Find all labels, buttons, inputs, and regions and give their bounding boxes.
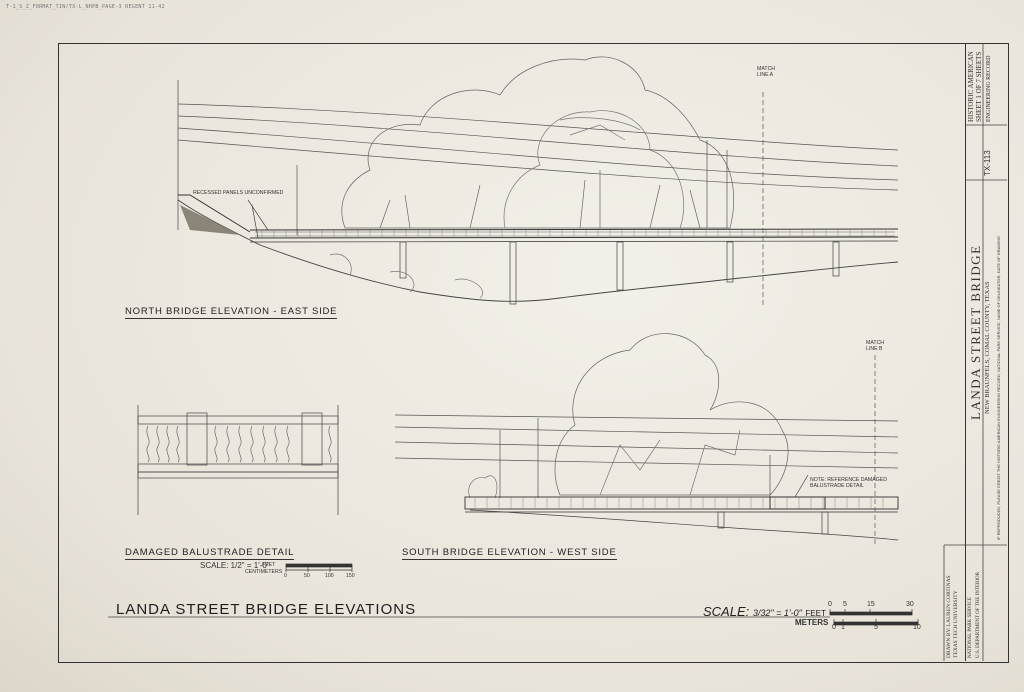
bridge-name: LANDA STREET BRIDGE: [968, 244, 983, 420]
bridge-location: NEW BRAUNFELS, COMAL COUNTY, TEXAS: [984, 281, 991, 414]
balustrade-detail-drawing: [137, 405, 339, 515]
balustrade-cm-label: CENTIMETERS: [245, 569, 283, 575]
note-reference-detail: NOTE: REFERENCE DAMAGED BALUSTRADE DETAI…: [810, 477, 887, 489]
north-elevation-drawing: [177, 56, 899, 305]
title-block-divider: [965, 43, 966, 661]
nps-label: NATIONAL PARK SERVICE: [968, 597, 973, 658]
south-elevation-title: SOUTH BRIDGE ELEVATION - WEST SIDE: [402, 547, 617, 560]
cm-tick-50: 50: [304, 573, 310, 579]
feet-tick-0: 0: [828, 601, 832, 608]
meter-tick-5: 5: [874, 624, 878, 631]
balustrade-detail-title: DAMAGED BALUSTRADE DETAIL: [125, 547, 295, 560]
balustrade-scale-bar: [285, 563, 353, 572]
cm-tick-100: 100: [325, 573, 334, 579]
feet-tick-15: 15: [867, 601, 875, 608]
credit-line: IF REPRODUCED, PLEASE CREDIT THE HISTORI…: [996, 236, 1001, 540]
south-elevation-drawing: [394, 333, 899, 545]
survey-name-top: HISTORIC AMERICAN: [967, 51, 975, 122]
cm-tick-0: 0: [284, 573, 287, 579]
north-elevation-title: NORTH BRIDGE ELEVATION - EAST SIDE: [125, 306, 338, 319]
main-scale: SCALE: 3/32" = 1'-0" FEET: [703, 604, 826, 619]
meter-tick-1: 1: [841, 624, 845, 631]
feet-tick-30: 30: [906, 601, 914, 608]
sheet-number: SHEET 1 OF 7 SHEETS: [975, 51, 983, 122]
feet-tick-5: 5: [843, 601, 847, 608]
note-recessed-panels: RECESSED PANELS UNCONFIRMED: [193, 190, 284, 196]
match-line-b: MATCH LINE B: [866, 340, 885, 352]
meters-label: METERS: [795, 618, 829, 627]
cm-tick-150: 150: [346, 573, 355, 579]
drawn-by: DRAWN BY: LAUREN CORTINAS: [946, 575, 952, 658]
balustrade-feet-label: FEET: [262, 562, 276, 568]
doi-label: U.S. DEPARTMENT OF THE INTERIOR: [976, 571, 981, 658]
record-name: ENGINEERING RECORD: [986, 55, 992, 123]
meter-tick-0: 0: [832, 624, 836, 631]
balustrade-scale: SCALE: 1/2" = 1'-0": [200, 561, 270, 570]
university: TEXAS TECH UNIVERSITY: [953, 590, 959, 658]
sheet-title: LANDA STREET BRIDGE ELEVATIONS: [116, 601, 417, 618]
survey-number: TX-113: [983, 150, 992, 176]
header-note: T-1_S_Z_FORMAT_TIN/TX-L_NHPB_PAGE-3 REGE…: [6, 4, 165, 10]
meter-tick-10: 10: [913, 624, 921, 631]
sheet-border: [58, 43, 1009, 663]
match-line-a: MATCH LINE A: [757, 66, 776, 78]
main-scale-bar: [829, 609, 919, 626]
